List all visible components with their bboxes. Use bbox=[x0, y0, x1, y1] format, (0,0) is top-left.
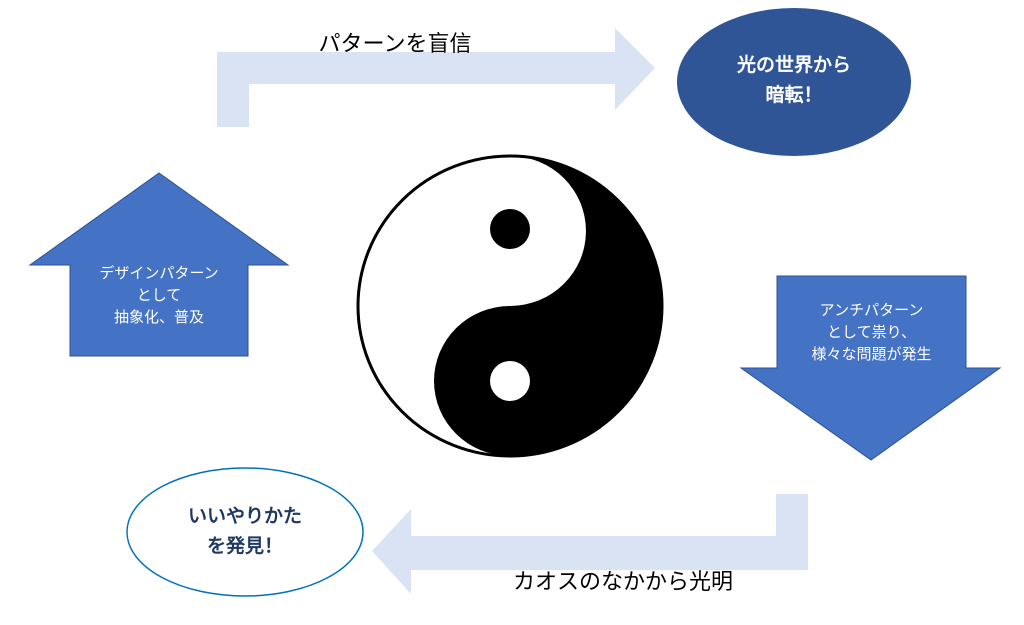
top-bent-arrow bbox=[217, 28, 655, 127]
light-oval-shape bbox=[126, 467, 364, 597]
dark-oval-line2: 暗転！ bbox=[765, 84, 823, 106]
up-arrow-line2: として bbox=[136, 286, 182, 304]
down-arrow-shape bbox=[739, 275, 1002, 461]
down-arrow-line2: として祟り、 bbox=[827, 323, 916, 341]
up-arrow-shape bbox=[28, 172, 290, 357]
dark-oval-shape bbox=[677, 8, 911, 156]
top-caption: パターンを盲信 bbox=[318, 32, 472, 57]
light-oval-line2: を発見！ bbox=[206, 535, 283, 557]
dark-oval-label: 光の世界から 暗転！ bbox=[694, 50, 894, 110]
down-arrow-label: アンチパターン として祟り、 様々な問題が発生 bbox=[777, 299, 966, 365]
down-arrow-line3: 様々な問題が発生 bbox=[811, 345, 932, 363]
down-arrow-line1: アンチパターン bbox=[819, 301, 924, 319]
bottom-bent-arrow bbox=[372, 494, 808, 594]
up-arrow-line3: 抽象化、普及 bbox=[113, 308, 204, 326]
bottom-caption: カオスのなかから光明 bbox=[512, 570, 733, 595]
yin-yang-icon bbox=[356, 154, 664, 458]
up-arrow-line1: デザインパターン bbox=[99, 264, 219, 282]
dark-oval-line1: 光の世界から bbox=[736, 54, 851, 76]
up-arrow-label: デザインパターン として 抽象化、普及 bbox=[70, 262, 248, 328]
light-oval-line1: いいやりかた bbox=[187, 505, 302, 527]
light-oval-label: いいやりかた を発見！ bbox=[145, 501, 345, 561]
